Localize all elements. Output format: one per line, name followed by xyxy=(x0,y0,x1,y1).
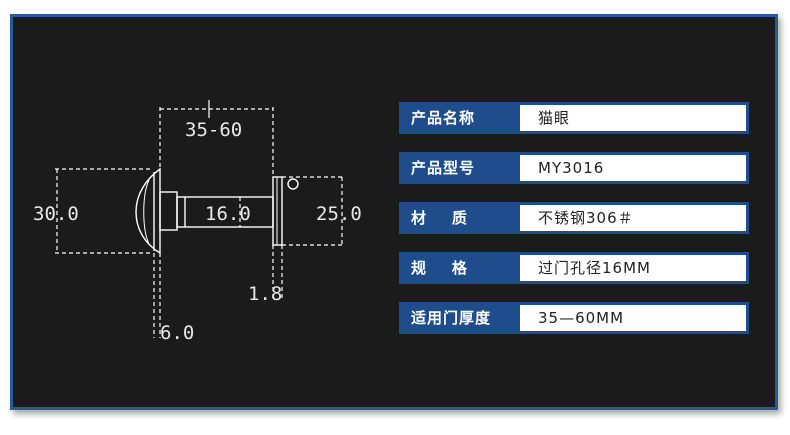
dim-nut-thickness: 1.8 xyxy=(248,283,282,305)
spec-value: 不锈钢306＃ xyxy=(517,202,749,234)
dim-door-range: 35-60 xyxy=(185,119,242,141)
spec-value: 猫眼 xyxy=(517,102,749,134)
dim-flange-thickness: 6.0 xyxy=(160,322,194,344)
spec-row-door-thickness: 适用门厚度 35—60MM xyxy=(399,302,749,334)
dim-flange-diameter: 30.0 xyxy=(33,203,79,225)
spec-label: 材 质 xyxy=(399,202,517,234)
cover-pin xyxy=(287,178,299,190)
flange-lens-arc xyxy=(143,179,150,245)
spec-row-material: 材 质 不锈钢306＃ xyxy=(399,202,749,234)
spec-label: 产品型号 xyxy=(399,152,517,184)
spec-value: MY3016 xyxy=(517,152,749,184)
spec-row-model: 产品型号 MY3016 xyxy=(399,152,749,184)
spec-row-size: 规 格 过门孔径16MM xyxy=(399,252,749,284)
dim-nut-diameter: 25.0 xyxy=(316,203,362,225)
flange-outline xyxy=(135,167,161,255)
spec-label: 产品名称 xyxy=(399,102,517,134)
neck-outline xyxy=(159,191,178,231)
spec-table: 产品名称 猫眼 产品型号 MY3016 材 质 不锈钢306＃ 规 格 过门孔径… xyxy=(399,102,749,352)
spec-value: 过门孔径16MM xyxy=(517,252,749,284)
spec-label: 规 格 xyxy=(399,252,517,284)
spec-row-name: 产品名称 猫眼 xyxy=(399,102,749,134)
dim-body-diameter: 16.0 xyxy=(205,203,251,225)
spec-value: 35—60MM xyxy=(517,302,749,334)
spec-label: 适用门厚度 xyxy=(399,302,517,334)
